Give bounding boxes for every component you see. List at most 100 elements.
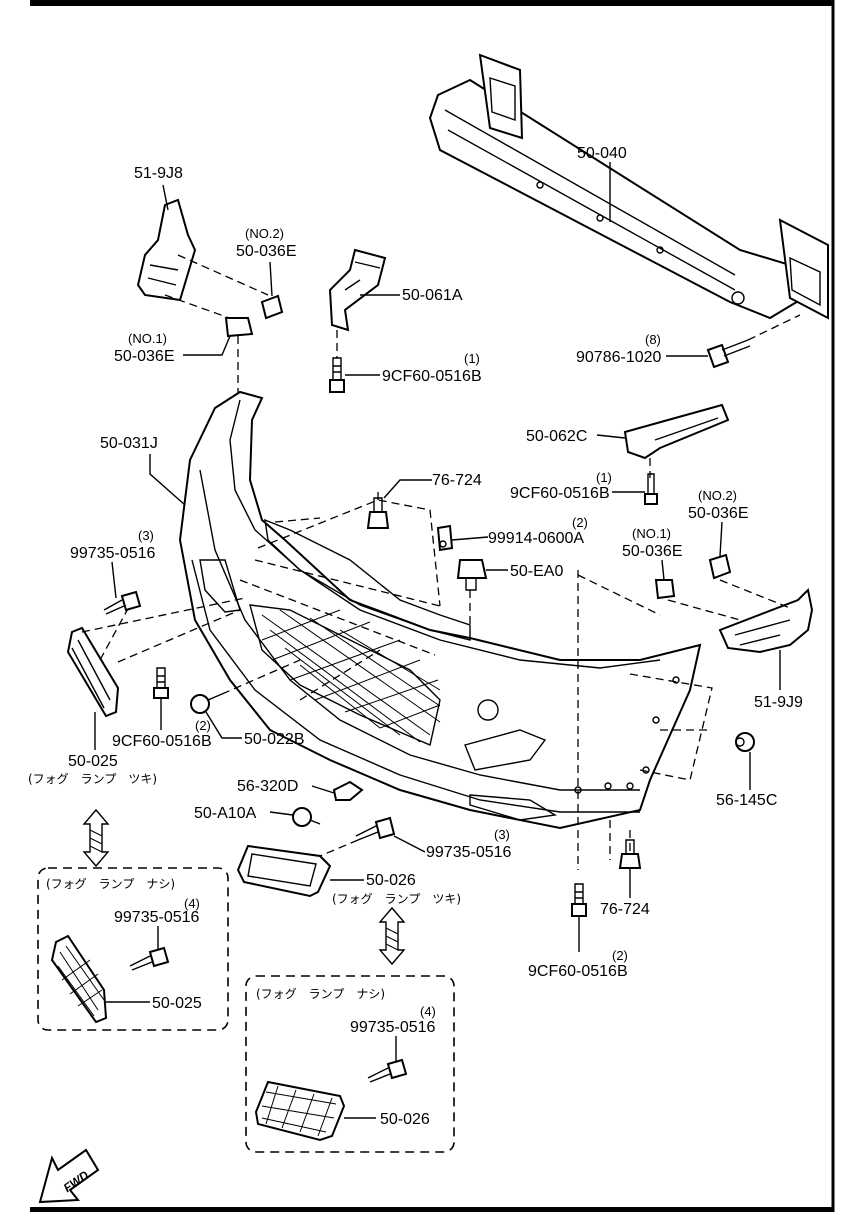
- leader-50-036e-no1: [183, 335, 231, 356]
- box-left-bolt: 99735-0516: [114, 909, 200, 926]
- label-50-031j: 50-031J: [100, 435, 158, 452]
- label-50-ea0: 50-EA0: [510, 563, 563, 580]
- bolt-90786: [706, 339, 751, 369]
- label-50-026: 50-026: [366, 872, 416, 889]
- note-50-026: (フォグ ランプ ツキ): [332, 892, 461, 906]
- qty-99914: (2): [572, 515, 588, 530]
- qty-50-036e-r-no1: (NO.1): [632, 526, 671, 541]
- leader-50-036e-r-no2: [719, 521, 723, 557]
- label-50-025: 50-025: [68, 753, 118, 770]
- bracket-50-062c: [623, 403, 730, 460]
- clip-76-724-top: [366, 497, 390, 529]
- nut-56-145c: [735, 732, 755, 752]
- box-right-title: (フォグ ランプ ナシ): [256, 987, 385, 1001]
- label-50-036e-no1: 50-036E: [114, 348, 175, 365]
- box-right-grille: [254, 1080, 346, 1142]
- screw-9cf60-top: [329, 357, 345, 393]
- clip-50-036e-no2: [260, 294, 284, 320]
- box-right-bolt: 99735-0516: [350, 1019, 436, 1036]
- clip-76-724-bot: [618, 839, 642, 869]
- clip-99914: [436, 524, 454, 552]
- label-50-036e-r-no2: 50-036E: [688, 505, 749, 522]
- leader-50-036e-r-no1: [661, 559, 665, 581]
- qty-99735-mid: (3): [494, 827, 510, 842]
- bracket-51-9j9: [718, 587, 814, 654]
- label-51-9j9: 51-9J9: [754, 694, 803, 711]
- note-50-025: (フォグ ランプ ツキ): [28, 772, 157, 786]
- leader-99735-mid: [393, 835, 426, 853]
- leader-50-022b: [205, 711, 242, 739]
- label-9cf60-bot: 9CF60-0516B: [528, 963, 628, 980]
- label-90786: 90786-1020: [576, 349, 662, 366]
- bulb-50-a10a: [292, 807, 321, 827]
- no-fog-box-right: [245, 975, 455, 1153]
- leader-51-9j8: [162, 184, 169, 211]
- box-right-qty: (4): [420, 1004, 436, 1019]
- label-56-320d: 56-320D: [237, 778, 298, 795]
- label-50-040: 50-040: [577, 145, 627, 162]
- socket-56-320d: [332, 780, 364, 801]
- label-99914: 99914-0600A: [488, 530, 584, 547]
- label-99735-left: 99735-0516: [70, 545, 156, 562]
- dash-51-9j9: [577, 574, 791, 621]
- dash-50-025: [81, 597, 246, 663]
- clip-50-036e-r-no1: [654, 579, 676, 600]
- label-56-145c: 56-145C: [716, 792, 777, 809]
- dash-51-9j8: [164, 254, 269, 321]
- leader-99735-left: [111, 561, 117, 599]
- dash-90786: [747, 314, 801, 341]
- clip-50-036e-no1: [224, 317, 254, 338]
- label-50-062c: 50-062C: [526, 428, 587, 445]
- label-50-061a: 50-061A: [402, 287, 463, 304]
- box-left-title: (フォグ ランプ ナシ): [46, 877, 175, 891]
- qty-90786: (8): [645, 332, 661, 347]
- screw-9cf60-bot: [571, 883, 587, 917]
- swap-arrow-left: [82, 808, 110, 868]
- leader-76-724-top: [383, 479, 432, 499]
- qty-50-036e-no1: (NO.1): [128, 331, 167, 346]
- qty-9cf60-top: (1): [464, 351, 480, 366]
- label-9cf60-left: 9CF60-0516B: [112, 733, 212, 750]
- label-51-9j8: 51-9J8: [134, 165, 183, 182]
- qty-50-036e-no2: (NO.2): [245, 226, 284, 241]
- leader-99914: [451, 536, 489, 541]
- label-50-a10a: 50-A10A: [194, 805, 257, 822]
- clip-50-022b: [190, 693, 223, 714]
- dash-99735-mid: [319, 839, 359, 857]
- label-50-036e-no2: 50-036E: [236, 243, 297, 260]
- box-right-part: 50-026: [380, 1111, 430, 1128]
- box-left-bolt-part: [129, 946, 170, 971]
- swap-arrow-mid: [378, 906, 406, 966]
- fog-bezel-50-026: [236, 844, 332, 898]
- qty-9cf60-mid: (1): [596, 470, 612, 485]
- qty-99735-left: (3): [138, 528, 154, 543]
- box-left-part: 50-025: [152, 995, 202, 1012]
- label-99735-mid: 99735-0516: [426, 844, 512, 861]
- dash-fascia-top: [239, 490, 441, 701]
- bolt-99735-mid: [355, 816, 396, 841]
- top-border: [30, 0, 833, 6]
- dash-fascia-right: [577, 570, 713, 870]
- qty-50-036e-r-no2: (NO.2): [698, 488, 737, 503]
- dash-50-022b: [221, 659, 301, 695]
- bumper-fascia: [178, 390, 702, 830]
- box-left-qty: (4): [184, 896, 200, 911]
- leader-50-031j: [149, 454, 186, 506]
- screw-9cf60-left: [153, 667, 169, 699]
- fwd-arrow: FWD: [38, 1148, 100, 1204]
- bumper-reinforcement: [428, 53, 829, 320]
- bracket-50-061a: [328, 248, 387, 332]
- qty-9cf60-bot: (2): [612, 948, 628, 963]
- clip-50-036e-r-no2: [708, 553, 732, 580]
- leader-50-036e-no2: [269, 261, 273, 297]
- screw-9cf60-mid: [644, 473, 658, 505]
- box-left-grille: [50, 934, 108, 1024]
- label-76-724-bot: 76-724: [600, 901, 650, 918]
- leader-50-062c: [596, 434, 626, 439]
- label-9cf60-top: 9CF60-0516B: [382, 368, 482, 385]
- box-right-bolt-part: [367, 1058, 408, 1083]
- leader-50-a10a: [269, 811, 294, 816]
- part-50-ea0: [456, 559, 488, 591]
- bolt-99735-left: [103, 590, 142, 615]
